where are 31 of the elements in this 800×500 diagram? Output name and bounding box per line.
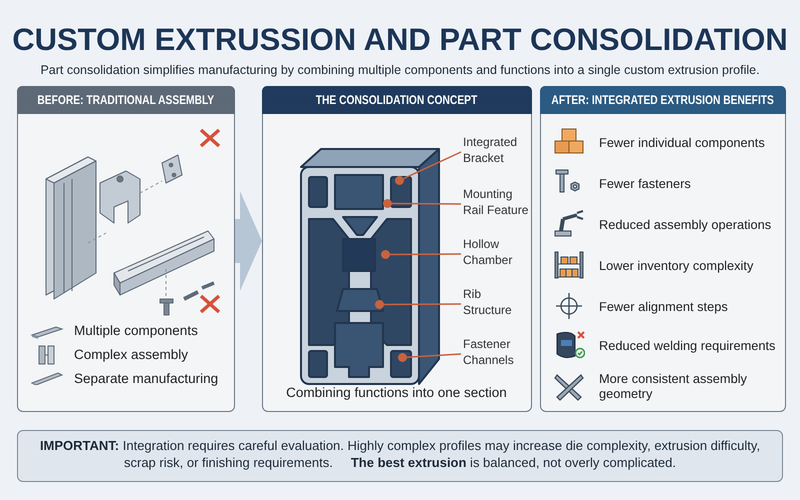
subtitle: Part consolidation simplifies manufacturing by combining multiple components and functions into a single custom extrusion profile. [39, 63, 761, 77]
leader-line [392, 202, 461, 205]
leader-line [390, 253, 461, 256]
panel-header: BEFORE: TRADITIONAL ASSEMBLY [16, 86, 234, 114]
panel-header: AFTER: INTEGRATED EXTRUSION BENEFITS [540, 86, 786, 114]
benefit-text: Fewer alignment steps [599, 299, 728, 314]
benefit-text: More consistent assembly geometry [599, 371, 748, 402]
title: CUSTOM EXTRUSSION AND PART CONSOLIDATION [11, 22, 789, 58]
panel-caption: Combining functions into one section [285, 385, 508, 400]
leader-line [384, 303, 461, 306]
callout-label: Hollow Chamber [463, 237, 531, 271]
before-panel [17, 86, 235, 412]
benefit-text: Fewer fasteners [599, 176, 691, 191]
benefit-text: Lower inventory complexity [599, 258, 754, 273]
legend-text: Complex assembly [74, 347, 188, 362]
block-arrow [235, 191, 262, 291]
callout-label: Rib Structure [463, 287, 531, 321]
callout-label: Fastener Channels [463, 337, 531, 371]
note-box: IMPORTANT: Integration requires careful evaluation. Highly complex profiles may increase die complexity, extrusion difficulty, scrap risk, or finishing requirements. The best extrusion is balanced, not overly complicated. [17, 430, 783, 482]
legend-text: Multiple components [74, 323, 198, 338]
benefit-text: Fewer individual components [599, 135, 765, 150]
benefit-text: Reduced assembly operations [599, 217, 772, 232]
legend-text: Separate manufacturing [74, 371, 218, 386]
leader-line [403, 151, 462, 180]
panel-header: THE CONSOLIDATION CONCEPT [262, 86, 532, 114]
leader-line [406, 353, 462, 358]
callout-label: Integrated Bracket [463, 135, 533, 169]
benefit-text: Reduced welding requirements [599, 338, 776, 353]
benefits-panel [540, 86, 786, 412]
concept-panel [262, 86, 532, 412]
callout-label: Mounting Rail Feature [463, 187, 535, 221]
